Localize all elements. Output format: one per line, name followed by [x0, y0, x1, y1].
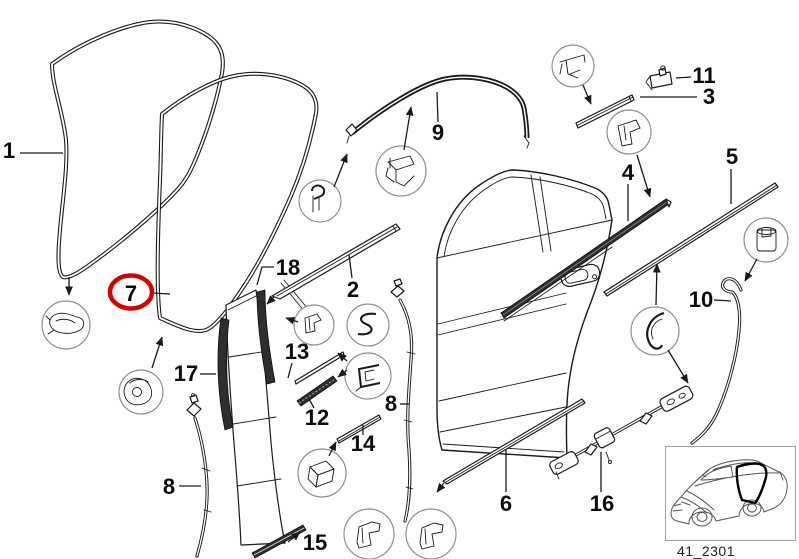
callout-3[interactable]: 3 [703, 84, 715, 109]
t-clip-detail-icon [551, 44, 595, 88]
trim-strip-part-5 [603, 182, 779, 297]
corner-clip-detail-icon [606, 109, 652, 155]
car-outline [670, 459, 788, 527]
callout-13[interactable]: 13 [285, 339, 309, 364]
pillar-cover-panel [225, 289, 286, 546]
trim-strip-part-2 [266, 223, 401, 305]
callout-18[interactable]: 18 [276, 255, 300, 280]
callout-11[interactable]: 11 [692, 63, 715, 88]
pillar-trim-part-18 [256, 289, 276, 385]
grommet-profile-detail-icon [118, 369, 164, 415]
callout-8-left[interactable]: 8 [163, 474, 175, 499]
thumbnail-frame [665, 446, 796, 541]
callout-16[interactable]: 16 [590, 491, 614, 516]
end-cap-detail-icon [297, 448, 347, 498]
detail-circles [41, 44, 789, 559]
door-seal-part-1 [50, 19, 225, 280]
callout-9[interactable]: 9 [432, 120, 444, 145]
belt-moulding-part-4 [500, 198, 672, 322]
trim-strip-part-14 [336, 414, 382, 444]
edge-protection-cable-right-part-8 [390, 278, 416, 523]
callout-7[interactable]: 7 [125, 281, 137, 306]
trim-strip-part-3 [575, 94, 635, 129]
leader-lines [20, 76, 758, 543]
callout-17[interactable]: 17 [174, 361, 198, 386]
highlighted-door-area [735, 462, 768, 505]
door-seal-part-7 [155, 71, 319, 334]
seal-profile-detail-icon [41, 300, 91, 350]
callout-4[interactable]: 4 [622, 160, 635, 185]
callout-12[interactable]: 12 [305, 405, 329, 430]
callout-6[interactable]: 6 [500, 491, 512, 516]
bracket-assembly-part-16 [549, 385, 694, 480]
trim-strip-part-12 [296, 375, 338, 407]
callout-1[interactable]: 1 [3, 138, 15, 163]
clip-part-11 [645, 65, 673, 91]
callout-8-right[interactable]: 8 [385, 391, 397, 416]
callout-2[interactable]: 2 [347, 277, 359, 302]
callout-5[interactable]: 5 [726, 144, 738, 169]
callout-10[interactable]: 10 [689, 287, 713, 312]
cylinder-plug-detail-icon [743, 217, 789, 263]
callout-labels: 1 7 17 18 2 9 13 12 14 15 8 8 6 16 3 11 … [3, 63, 738, 555]
frame-bracket-detail-icon [375, 145, 427, 197]
rear-door-illustration [436, 169, 613, 459]
edge-protection-cable-left-part-8 [186, 393, 212, 558]
highlight-circle-part-7 [107, 273, 155, 311]
hook-channel-detail-icon [630, 306, 680, 356]
car-location-thumbnail: 41_2301 [665, 446, 796, 559]
window-frame-trim-part-9 [345, 77, 530, 149]
hook-clip-detail-icon [298, 179, 342, 223]
pillar-trim-part-17 [217, 317, 234, 431]
sill-clip-2-detail-icon [405, 508, 457, 559]
diagram-code: 41_2301 [677, 543, 735, 559]
callout-14[interactable]: 14 [351, 431, 376, 456]
callout-15[interactable]: 15 [303, 530, 327, 555]
sill-strip-part-6 [436, 398, 586, 493]
